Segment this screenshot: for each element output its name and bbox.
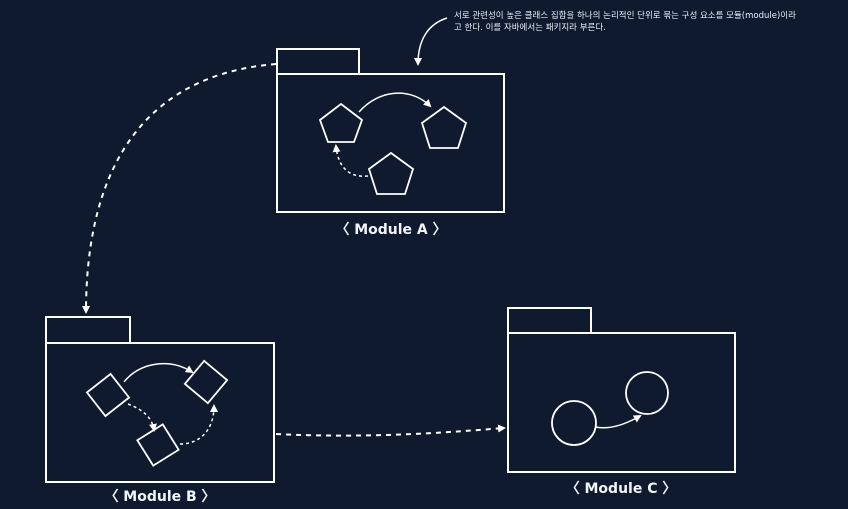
annotation-pointer-arrow bbox=[414, 17, 448, 66]
module-b-label: 〈 Module B 〉 bbox=[104, 489, 216, 505]
module-c-label: 〈 Module C 〉 bbox=[565, 481, 677, 497]
module-b-dashed-arrow-down bbox=[127, 403, 157, 432]
module-b-square-bottom bbox=[136, 423, 180, 467]
module-a-solid-arrow bbox=[358, 92, 432, 113]
module-b-dashed-arrow-up bbox=[179, 404, 218, 445]
module-b-solid-arrow bbox=[123, 362, 194, 383]
dependency-arrow-a-to-b bbox=[82, 63, 277, 314]
module-a-pentagon-right bbox=[420, 105, 468, 149]
module-b-tab bbox=[45, 316, 131, 344]
annotation-text: 서로 관련성이 높은 클래스 집합을 하나의 논리적인 단위로 묶는 구성 요소… bbox=[454, 10, 844, 34]
module-a-pentagon-left bbox=[318, 102, 364, 143]
module-c-solid-arrow bbox=[595, 415, 642, 429]
module-c-body bbox=[507, 332, 736, 473]
module-a-tab bbox=[276, 48, 360, 75]
module-a-dashed-arrow bbox=[332, 144, 369, 177]
module-b-square-right bbox=[183, 359, 229, 405]
annotation-line-2: 고 한다. 이를 자바에서는 패키지라 부른다. bbox=[454, 23, 606, 33]
module-b-package bbox=[45, 316, 275, 483]
module-a-label: 〈 Module A 〉 bbox=[335, 222, 447, 238]
module-a-package bbox=[276, 48, 505, 213]
annotation-line-1: 서로 관련성이 높은 클래스 집합을 하나의 논리적인 단위로 묶는 구성 요소… bbox=[454, 11, 796, 21]
dependency-arrow-b-to-c bbox=[275, 424, 506, 437]
module-b-body bbox=[45, 342, 275, 483]
module-c-package bbox=[507, 307, 736, 473]
module-c-circle-left bbox=[551, 400, 597, 446]
module-c-tab bbox=[507, 307, 592, 334]
module-a-body bbox=[276, 73, 505, 213]
module-a-pentagon-bottom bbox=[367, 151, 415, 195]
module-c-circle-right bbox=[625, 371, 669, 415]
module-b-square-left bbox=[85, 372, 131, 418]
